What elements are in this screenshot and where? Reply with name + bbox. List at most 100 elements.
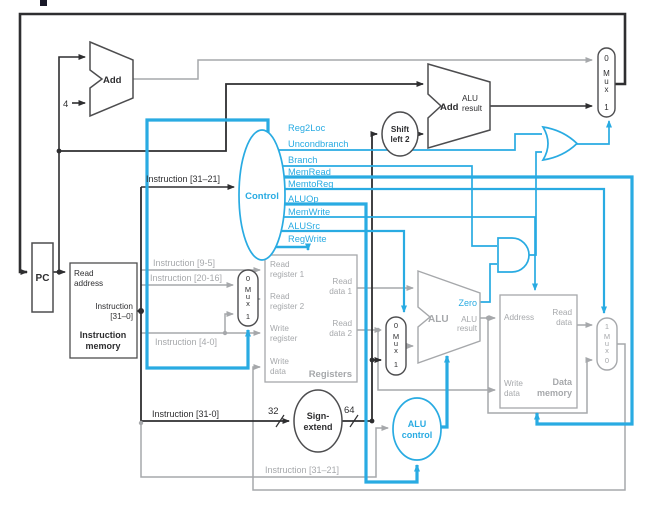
- junction-dot: [56, 148, 62, 154]
- and-gate: [497, 237, 530, 273]
- alu-result-2: result: [457, 324, 478, 333]
- mux-alusrc-1: 1: [394, 360, 398, 369]
- mux-alusrc: [385, 316, 407, 376]
- reg-readreg2-1: Read: [270, 292, 290, 301]
- control-label: Control: [245, 191, 279, 202]
- dmem-address: Address: [504, 313, 534, 322]
- alu-label: ALU: [428, 314, 449, 325]
- mux-top-labels: 0 M u x 1: [603, 54, 610, 112]
- reg-writereg-2: register: [270, 334, 298, 343]
- label-instr-31-21-bottom: Instruction [31–21]: [265, 465, 339, 475]
- reg-writedata-1: Write: [270, 357, 289, 366]
- mux-alusrc-m: M: [393, 332, 399, 341]
- signal-reg2loc: Reg2Loc: [288, 123, 326, 133]
- wire-pc-to-add: [58, 54, 86, 272]
- registers-box: [264, 254, 358, 383]
- mux-reg2loc-labels: 0 M u x 1: [245, 274, 251, 321]
- instruction-memory-box: [69, 262, 138, 359]
- dmem-name-1: Data: [552, 377, 573, 387]
- pc-box: [31, 242, 54, 313]
- width-32: 32: [268, 406, 279, 417]
- mux-alusrc-u: u: [394, 339, 398, 348]
- imem-read: Read: [74, 269, 94, 278]
- mux-reg2loc-u: u: [246, 292, 250, 301]
- mux-reg2loc-0: 0: [246, 274, 250, 283]
- signal-regwrite: RegWrite: [288, 234, 327, 244]
- reg-readdata1-2: data 1: [329, 287, 352, 296]
- signal-memtoreg: MemtoReg: [288, 179, 333, 189]
- alu-unit: [417, 270, 481, 364]
- wire-regwrite: [262, 243, 311, 251]
- add-branch-label: Add: [440, 102, 459, 113]
- signal-aluop: ALUOp: [288, 194, 319, 204]
- signal-branch: Branch: [288, 155, 317, 165]
- signal-memwrite: MemWrite: [288, 207, 330, 217]
- mux-top: [597, 47, 616, 118]
- dmem-readdata-1: Read: [552, 308, 572, 317]
- label-instr-9-5: Instruction [9-5]: [153, 258, 215, 268]
- reg-readreg1-2: register 1: [270, 270, 305, 279]
- junction-dot: [369, 418, 375, 424]
- wire-aluctl-out: [440, 355, 450, 429]
- mux-alusrc-0: 0: [394, 321, 398, 330]
- slash-32: [275, 414, 285, 428]
- wire-branch: [274, 165, 497, 247]
- wire-memtoreg: [277, 187, 607, 314]
- reg-readreg1-1: Read: [270, 260, 290, 269]
- wire-or-to-mux: [576, 120, 612, 145]
- junction-dot: [375, 327, 381, 333]
- alu-result-1: ALU: [461, 315, 477, 324]
- components: [31, 0, 618, 461]
- add-branch-result-1: ALU: [462, 94, 478, 103]
- wires: [18, 12, 634, 491]
- mux-top-x: x: [605, 85, 609, 94]
- mux-memtoreg-x: x: [605, 346, 609, 355]
- alu-control-1: ALU: [408, 419, 427, 429]
- mux-alusrc-labels: 0 M u x 1: [393, 321, 399, 369]
- junction-dot: [485, 315, 491, 321]
- imem-out-1: Instruction: [95, 302, 133, 311]
- reg-readdata1-1: Read: [332, 277, 352, 286]
- reg-writedata-2: data: [270, 367, 286, 376]
- sign-extend-2: extend: [303, 422, 332, 432]
- mux-memtoreg: [596, 317, 618, 371]
- imem-out-2: [31–0]: [110, 312, 133, 321]
- mux-memtoreg-labels: 1 M u x 0: [604, 322, 610, 365]
- shift-left-2-unit: [381, 111, 419, 157]
- wire-pc-to-branch-add: [59, 81, 424, 152]
- junction-dot: [222, 330, 228, 336]
- reg-readdata2-1: Read: [332, 319, 352, 328]
- add-branch-unit: [427, 63, 491, 149]
- add-pc-unit: [89, 40, 134, 118]
- add-pc-label: Add: [103, 75, 122, 86]
- cropped-text-artifact: [40, 0, 47, 6]
- wire-pc-feedback: [18, 12, 627, 275]
- dmem-writedata-1: Write: [504, 379, 523, 388]
- label-instr-4-0: Instruction [4-0]: [155, 337, 217, 347]
- reg-readdata2-2: data 2: [329, 329, 352, 338]
- mux-memtoreg-m: M: [604, 332, 610, 341]
- mux-alusrc-x: x: [394, 346, 398, 355]
- mux-reg2loc: [237, 269, 259, 327]
- wire-instr-31-21-aluctl: [140, 423, 389, 478]
- wire-zero: [480, 263, 497, 303]
- slash-64: [349, 414, 359, 428]
- wire-memwrite: [278, 216, 538, 291]
- junction-dot: [138, 308, 144, 314]
- wire-aluop: [278, 202, 420, 484]
- mux-memtoreg-u: u: [605, 339, 609, 348]
- wire-reg2loc: [145, 118, 270, 370]
- width-64: 64: [344, 405, 355, 416]
- data-memory-box: [499, 294, 578, 409]
- wire-pc-plus-4: [133, 57, 593, 80]
- shift-left2-1: Shift: [391, 125, 409, 134]
- mux-top-u: u: [604, 77, 608, 86]
- junction-dot: [138, 420, 144, 426]
- signal-uncondbranch: Uncondbranch: [288, 139, 348, 149]
- mux-memtoreg-0: 0: [605, 356, 609, 365]
- wire-memread: [276, 175, 634, 426]
- dmem-writedata-2: data: [504, 389, 520, 398]
- wire-signext-up: [370, 131, 378, 421]
- mux-reg2loc-x: x: [246, 299, 250, 308]
- wire-writeback: [252, 343, 626, 491]
